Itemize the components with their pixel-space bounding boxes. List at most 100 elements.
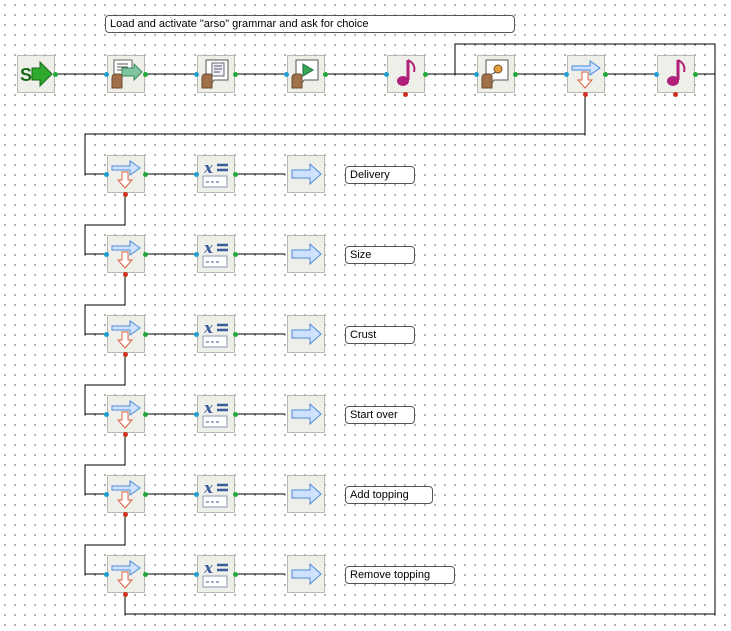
set-variable-node[interactable]: x: [197, 155, 235, 193]
branch-arrows-icon: [111, 560, 141, 589]
branch-arrows-icon: [111, 320, 141, 349]
choice-match-in-port[interactable]: [104, 492, 109, 497]
start-node[interactable]: S: [17, 55, 55, 93]
prompt-text-in-port[interactable]: [194, 72, 199, 77]
music-note-icon: [667, 59, 686, 86]
goto-node[interactable]: [287, 395, 325, 433]
choice-match-out-port[interactable]: [143, 492, 148, 497]
goto-node[interactable]: [287, 155, 325, 193]
goto-arrow-icon: [291, 562, 322, 586]
load-grammar-out-port[interactable]: [143, 72, 148, 77]
goto-arrow-icon: [291, 162, 322, 186]
choice-match-in-port[interactable]: [104, 412, 109, 417]
audio-node-2[interactable]: [657, 55, 695, 93]
splitter-out-port[interactable]: [603, 72, 608, 77]
goto-node[interactable]: [287, 475, 325, 513]
set-variable-out-port[interactable]: [233, 172, 238, 177]
choice-match-in-port[interactable]: [104, 252, 109, 257]
goto-arrow-icon: [291, 242, 322, 266]
set-variable-out-port[interactable]: [233, 412, 238, 417]
audio-2-error-port[interactable]: [673, 92, 678, 97]
choice-match-node[interactable]: [107, 235, 145, 273]
set-variable-node[interactable]: x: [197, 235, 235, 273]
set-variable-node[interactable]: x: [197, 555, 235, 593]
choice-splitter-node[interactable]: [567, 55, 605, 93]
choice-match-node[interactable]: [107, 475, 145, 513]
load-grammar-node[interactable]: [107, 55, 145, 93]
splitter-in-port[interactable]: [564, 72, 569, 77]
choice-match-next-port[interactable]: [123, 272, 128, 277]
play-prompt-out-port[interactable]: [323, 72, 328, 77]
audio-2-in-port[interactable]: [654, 72, 659, 77]
choice-match-in-port[interactable]: [104, 172, 109, 177]
grammar-comment-box: Load and activate "arso" grammar and ask…: [105, 15, 515, 33]
branch-arrows-icon: [111, 480, 141, 509]
choice-match-node[interactable]: [107, 155, 145, 193]
choice-match-out-port[interactable]: [143, 412, 148, 417]
svg-text:x: x: [203, 319, 214, 337]
choice-match-next-port[interactable]: [123, 352, 128, 357]
audio-1-out-port[interactable]: [423, 72, 428, 77]
choice-label: Add topping: [345, 486, 433, 504]
splitter-error-port[interactable]: [583, 92, 588, 97]
variable-assign-icon: x: [202, 239, 228, 268]
audio-node-1[interactable]: [387, 55, 425, 93]
choice-match-out-port[interactable]: [143, 332, 148, 337]
set-variable-out-port[interactable]: [233, 492, 238, 497]
choice-match-node[interactable]: [107, 555, 145, 593]
set-variable-node[interactable]: x: [197, 315, 235, 353]
variable-assign-icon: x: [202, 399, 228, 428]
prompt-text-out-port[interactable]: [233, 72, 238, 77]
set-variable-in-port[interactable]: [194, 172, 199, 177]
choice-match-next-port[interactable]: [123, 512, 128, 517]
choice-match-node[interactable]: [107, 395, 145, 433]
set-variable-out-port[interactable]: [233, 332, 238, 337]
set-variable-in-port[interactable]: [194, 332, 199, 337]
goto-node[interactable]: [287, 315, 325, 353]
goto-node[interactable]: [287, 235, 325, 273]
choice-match-in-port[interactable]: [104, 572, 109, 577]
set-variable-in-port[interactable]: [194, 412, 199, 417]
set-variable-in-port[interactable]: [194, 572, 199, 577]
choice-match-next-port[interactable]: [123, 432, 128, 437]
audio-1-in-port[interactable]: [384, 72, 389, 77]
prompt-text-node[interactable]: [197, 55, 235, 93]
load-grammar-in-port[interactable]: [104, 72, 109, 77]
choice-match-out-port[interactable]: [143, 252, 148, 257]
play-prompt-node[interactable]: [287, 55, 325, 93]
svg-text:x: x: [203, 479, 214, 497]
choice-match-next-port[interactable]: [123, 592, 128, 597]
choice-label: Size: [345, 246, 415, 264]
audio-2-out-port[interactable]: [693, 72, 698, 77]
play-prompt-in-port[interactable]: [284, 72, 289, 77]
speech-document-icon: [111, 59, 143, 89]
set-variable-in-port[interactable]: [194, 252, 199, 257]
svg-text:x: x: [203, 559, 214, 577]
choice-match-out-port[interactable]: [143, 172, 148, 177]
set-variable-node[interactable]: x: [197, 475, 235, 513]
goto-node[interactable]: [287, 555, 325, 593]
recognize-in-port[interactable]: [474, 72, 479, 77]
recognize-out-port[interactable]: [513, 72, 518, 77]
goto-arrow-icon: [291, 322, 322, 346]
set-variable-out-port[interactable]: [233, 252, 238, 257]
choice-label: Crust: [345, 326, 415, 344]
start-out-port[interactable]: [53, 72, 58, 77]
set-variable-node[interactable]: x: [197, 395, 235, 433]
set-variable-out-port[interactable]: [233, 572, 238, 577]
start-arrow-icon: S: [20, 60, 53, 88]
choice-label: Remove topping: [345, 566, 455, 584]
audio-1-error-port[interactable]: [403, 92, 408, 97]
recognize-node[interactable]: [477, 55, 515, 93]
choice-match-out-port[interactable]: [143, 572, 148, 577]
choice-match-next-port[interactable]: [123, 192, 128, 197]
branch-arrows-icon: [111, 240, 141, 269]
choice-match-node[interactable]: [107, 315, 145, 353]
choice-match-in-port[interactable]: [104, 332, 109, 337]
set-variable-in-port[interactable]: [194, 492, 199, 497]
variable-assign-icon: x: [202, 159, 228, 188]
goto-arrow-icon: [291, 402, 322, 426]
branch-arrows-icon: [571, 60, 601, 89]
